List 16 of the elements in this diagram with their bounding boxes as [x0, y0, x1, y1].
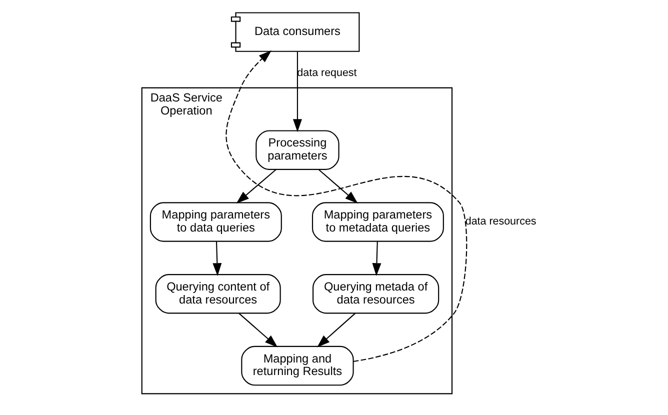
edge-label: data request — [296, 67, 356, 80]
edge-label: data resources — [464, 216, 536, 228]
arrow — [318, 169, 358, 204]
node-box: Querying content of data resources — [154, 274, 280, 314]
arrow — [212, 241, 222, 276]
arrow — [225, 50, 467, 362]
arrow — [238, 312, 278, 348]
node-box: Mapping and returning Results — [240, 346, 354, 386]
node-box: Querying metada of data resources — [312, 274, 439, 314]
arrow — [316, 312, 356, 348]
arrow — [292, 52, 302, 132]
node-box: Mapping parameters to metadata queries — [311, 202, 444, 242]
node-box: Mapping parameters to data queries — [149, 202, 282, 242]
node-box: Processing parameters — [255, 130, 339, 170]
arrow — [372, 241, 381, 276]
arrow — [236, 169, 276, 204]
